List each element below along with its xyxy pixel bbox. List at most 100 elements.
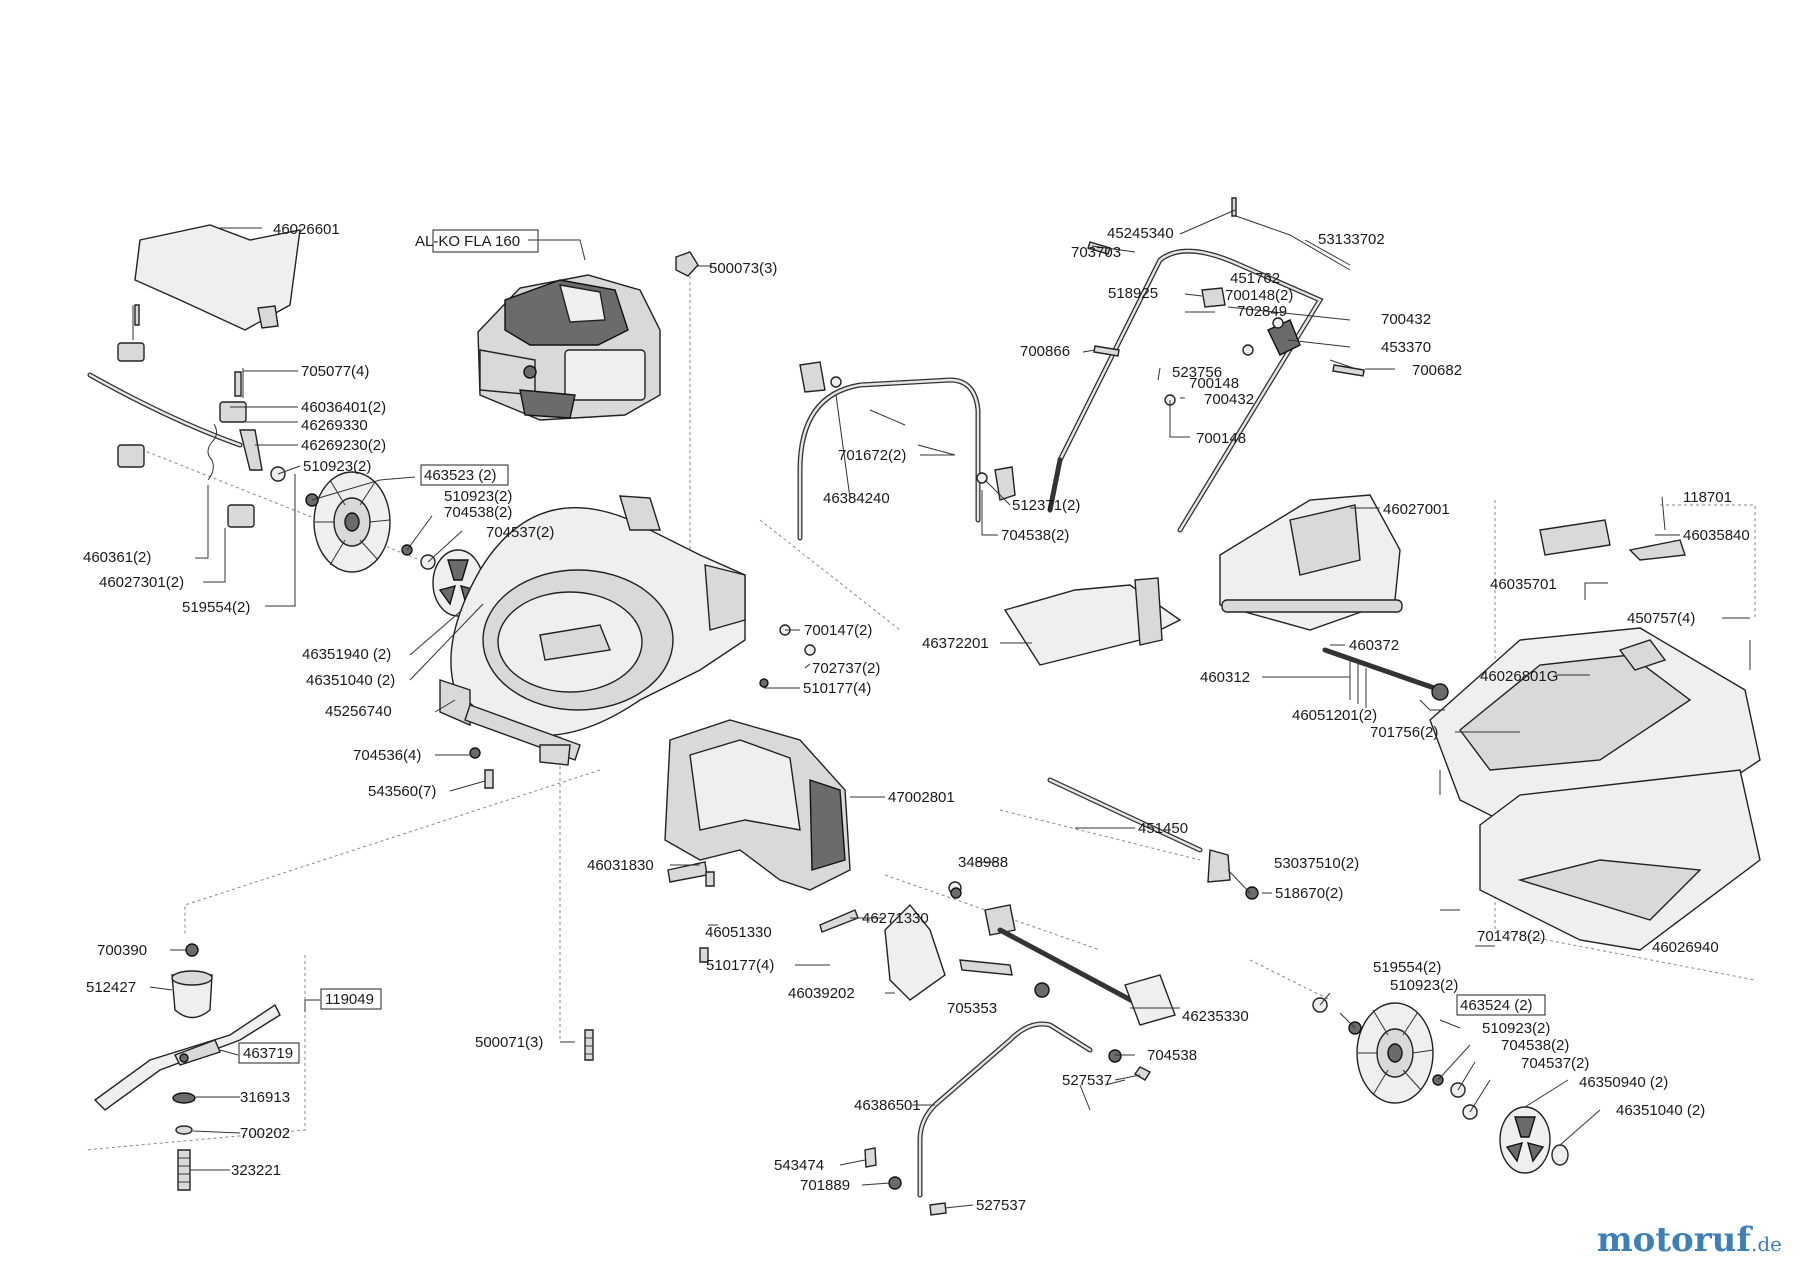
part-label: 46384240 — [823, 490, 890, 507]
part-label: 45256740 — [325, 703, 392, 720]
part-label: 700202 — [240, 1125, 290, 1142]
part-label: 700390 — [97, 942, 147, 959]
part-label: 46351940 (2) — [302, 646, 391, 663]
part-label: 46035701 — [1490, 576, 1557, 593]
part-label: 519554(2) — [1373, 959, 1441, 976]
part-label: 700682 — [1412, 362, 1462, 379]
watermark-text: motoruf — [1596, 1220, 1751, 1260]
part-label: 45245340 — [1107, 225, 1174, 242]
boxed-label-463524: 463524 (2) — [1460, 997, 1533, 1014]
part-label: 500071(3) — [475, 1034, 543, 1051]
part-label: 46051201(2) — [1292, 707, 1377, 724]
part-label: 460361(2) — [83, 549, 151, 566]
part-label: 704538(2) — [1001, 527, 1069, 544]
part-label: 512427 — [86, 979, 136, 996]
part-label: 46027001 — [1383, 501, 1450, 518]
part-label: 510923(2) — [1390, 977, 1458, 994]
part-label: 700147(2) — [804, 622, 872, 639]
part-label: 702849 — [1237, 303, 1287, 320]
boxed-labels: AL-KO FLA 160 463523 (2) 119049 463719 4… — [238, 229, 1546, 1064]
part-label: 700866 — [1020, 343, 1070, 360]
part-label: 510923(2) — [303, 458, 371, 475]
part-label: 46036401(2) — [301, 399, 386, 416]
part-label: 46372201 — [922, 635, 989, 652]
part-label: 46235330 — [1182, 1008, 1249, 1025]
part-label: 527537 — [976, 1197, 1026, 1214]
part-label: 703703 — [1071, 244, 1121, 261]
part-label: 47002801 — [888, 789, 955, 806]
part-label: 510923(2) — [444, 488, 512, 505]
part-label: 46386501 — [854, 1097, 921, 1114]
part-label: 46035840 — [1683, 527, 1750, 544]
part-label: 46026601 — [273, 221, 340, 238]
part-label: 518670(2) — [1275, 885, 1343, 902]
part-label: 46026940 — [1652, 939, 1719, 956]
part-number-labels: 46026601 500073(3) 705077(4) 46036401(2)… — [83, 221, 1750, 1214]
engine-model-label: AL-KO FLA 160 — [415, 233, 520, 250]
part-label: 705077(4) — [301, 363, 369, 380]
part-label: 704536(4) — [353, 747, 421, 764]
part-label: 53037510(2) — [1274, 855, 1359, 872]
watermark-logo: motoruf.de — [1597, 1220, 1782, 1260]
part-label: 519554(2) — [182, 599, 250, 616]
part-label: 46269330 — [301, 417, 368, 434]
part-label: 451762 — [1230, 270, 1280, 287]
part-label: 450757(4) — [1627, 610, 1695, 627]
part-label: 46351040 (2) — [1616, 1102, 1705, 1119]
part-label: 701756(2) — [1370, 724, 1438, 741]
part-label: 510177(4) — [706, 957, 774, 974]
part-label: 701672(2) — [838, 447, 906, 464]
mower-deck — [439, 495, 746, 766]
part-label: 118701 — [1683, 489, 1732, 506]
part-label: 701889 — [800, 1177, 850, 1194]
part-shapes — [87, 197, 1761, 1216]
engine-assembly — [477, 274, 661, 421]
catcher-lid — [1219, 494, 1403, 631]
grass-catcher — [1429, 519, 1761, 951]
part-label: 702737(2) — [812, 660, 880, 677]
part-label: 348988 — [958, 854, 1008, 871]
part-label: 46051330 — [705, 924, 772, 941]
part-label: 700148 — [1189, 375, 1239, 392]
part-label: 700148(2) — [1225, 287, 1293, 304]
part-label: 46027301(2) — [99, 574, 184, 591]
part-label: 704537(2) — [1521, 1055, 1589, 1072]
part-label: 700432 — [1204, 391, 1254, 408]
hub-cap-right — [1499, 1106, 1551, 1174]
leader-lines — [149, 209, 1750, 1209]
part-label: 453370 — [1381, 339, 1431, 356]
part-label: 46271330 — [862, 910, 929, 927]
part-label: 46026801G — [1480, 668, 1558, 685]
part-label: 512371(2) — [1012, 497, 1080, 514]
part-label: 460312 — [1200, 669, 1250, 686]
part-label: 451450 — [1138, 820, 1188, 837]
rear-flap — [664, 719, 859, 933]
part-label: 46269230(2) — [301, 437, 386, 454]
part-label: 704537(2) — [486, 524, 554, 541]
boxed-label-119049: 119049 — [325, 991, 374, 1008]
part-label: 527537 — [1062, 1072, 1112, 1089]
part-label: 46350940 (2) — [1579, 1074, 1668, 1091]
part-label: 53133702 — [1318, 231, 1385, 248]
part-label: 46031830 — [587, 857, 654, 874]
rear-wheel-left — [313, 471, 391, 573]
part-label: 323221 — [231, 1162, 281, 1179]
part-label: 460372 — [1349, 637, 1399, 654]
part-label: 510177(4) — [803, 680, 871, 697]
blade-assembly — [93, 943, 281, 1191]
part-label: 46039202 — [788, 985, 855, 1002]
part-label: 704538(2) — [444, 504, 512, 521]
part-label: 701478(2) — [1477, 928, 1545, 945]
boxed-label-463719: 463719 — [243, 1045, 293, 1062]
part-label: 704538(2) — [1501, 1037, 1569, 1054]
part-label: 523756 — [1172, 364, 1222, 381]
part-label: 705353 — [947, 1000, 997, 1017]
part-label: 46351040 (2) — [306, 672, 395, 689]
deflector-flap — [134, 224, 301, 331]
rear-wheel-right — [1356, 1002, 1434, 1104]
part-label: 543560(7) — [368, 783, 436, 800]
part-label: 500073(3) — [709, 260, 777, 277]
part-label: 543474 — [774, 1157, 824, 1174]
part-label: 510923(2) — [1482, 1020, 1550, 1037]
